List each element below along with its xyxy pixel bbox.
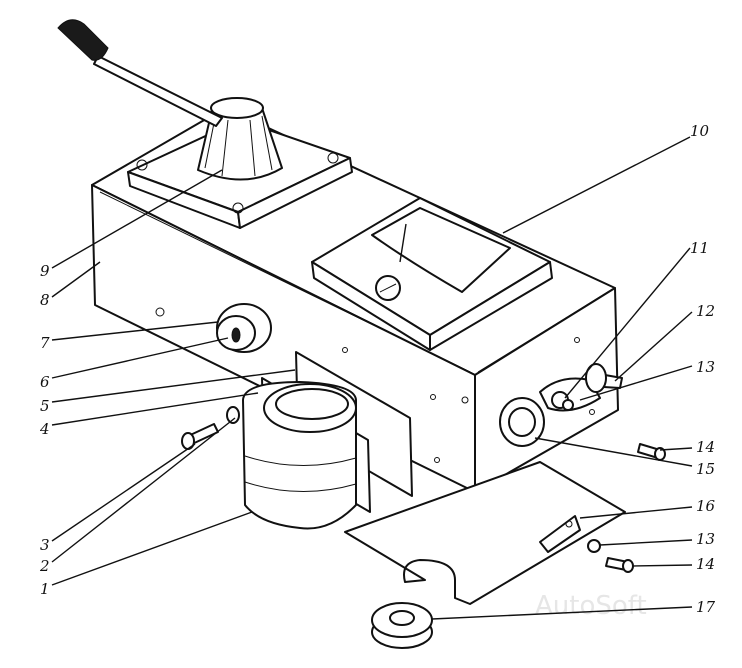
callout-9: 9 — [40, 262, 50, 280]
callout-16: 16 — [696, 497, 716, 515]
callout-10: 10 — [690, 122, 710, 140]
key-socket — [216, 303, 272, 353]
callout-11: 11 — [690, 239, 709, 257]
callout-8: 8 — [40, 291, 50, 309]
meter — [311, 197, 553, 351]
watermark: AutoSoft — [535, 591, 647, 621]
meter-needle-icon — [399, 223, 407, 263]
callout-6: 6 — [40, 373, 50, 391]
callout-4: 4 — [39, 420, 50, 438]
lever-handle-icon — [57, 19, 109, 61]
bottom-plate — [344, 461, 626, 605]
callout-15: 15 — [696, 460, 715, 478]
callout-labels: 1 2 3 4 5 6 7 8 9 10 11 12 13 13 14 14 1… — [39, 122, 716, 616]
callout-2: 2 — [39, 557, 50, 575]
callout-3: 3 — [40, 536, 50, 554]
side-socket — [499, 397, 545, 447]
callout-13-top: 13 — [696, 358, 715, 376]
lever-switch — [57, 19, 353, 229]
callout-5: 5 — [40, 397, 50, 415]
grommet — [371, 602, 433, 649]
screw-14-top — [637, 443, 666, 461]
callout-1: 1 — [40, 580, 50, 598]
leader-lines — [51, 136, 693, 620]
washer-icon — [226, 406, 240, 424]
screw-hole-icon — [155, 307, 165, 317]
callout-14-bottom: 14 — [696, 555, 715, 573]
coil — [242, 381, 357, 530]
screw-14-bottom — [587, 539, 634, 573]
callout-7: 7 — [40, 334, 50, 352]
callout-14-top: 14 — [696, 438, 715, 456]
callout-12: 12 — [696, 302, 715, 320]
screw-3 — [181, 406, 240, 450]
callout-17: 17 — [696, 598, 716, 616]
callout-13-bottom: 13 — [696, 530, 715, 548]
